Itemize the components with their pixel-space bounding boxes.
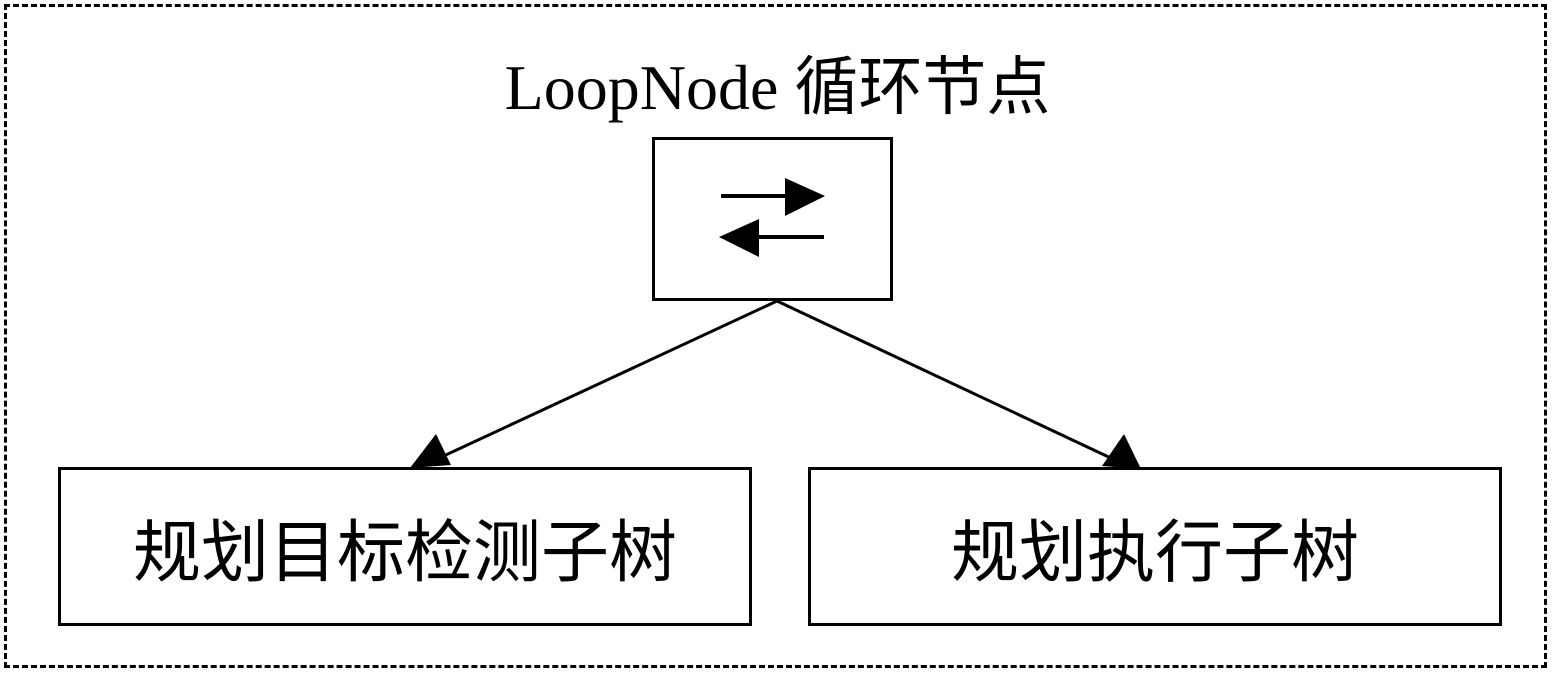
child-node-target-detection: 规划目标检测子树 [58,467,752,626]
loop-node-box [652,137,893,301]
child-node-execution: 规划执行子树 [808,467,1502,626]
diagram-title: LoopNode 循环节点 [504,52,1051,123]
child-node-label: 规划执行子树 [950,515,1359,591]
loop-node-frame [4,4,1547,668]
child-node-label: 规划目标检测子树 [132,515,677,591]
swap-arrows-icon [719,178,825,257]
